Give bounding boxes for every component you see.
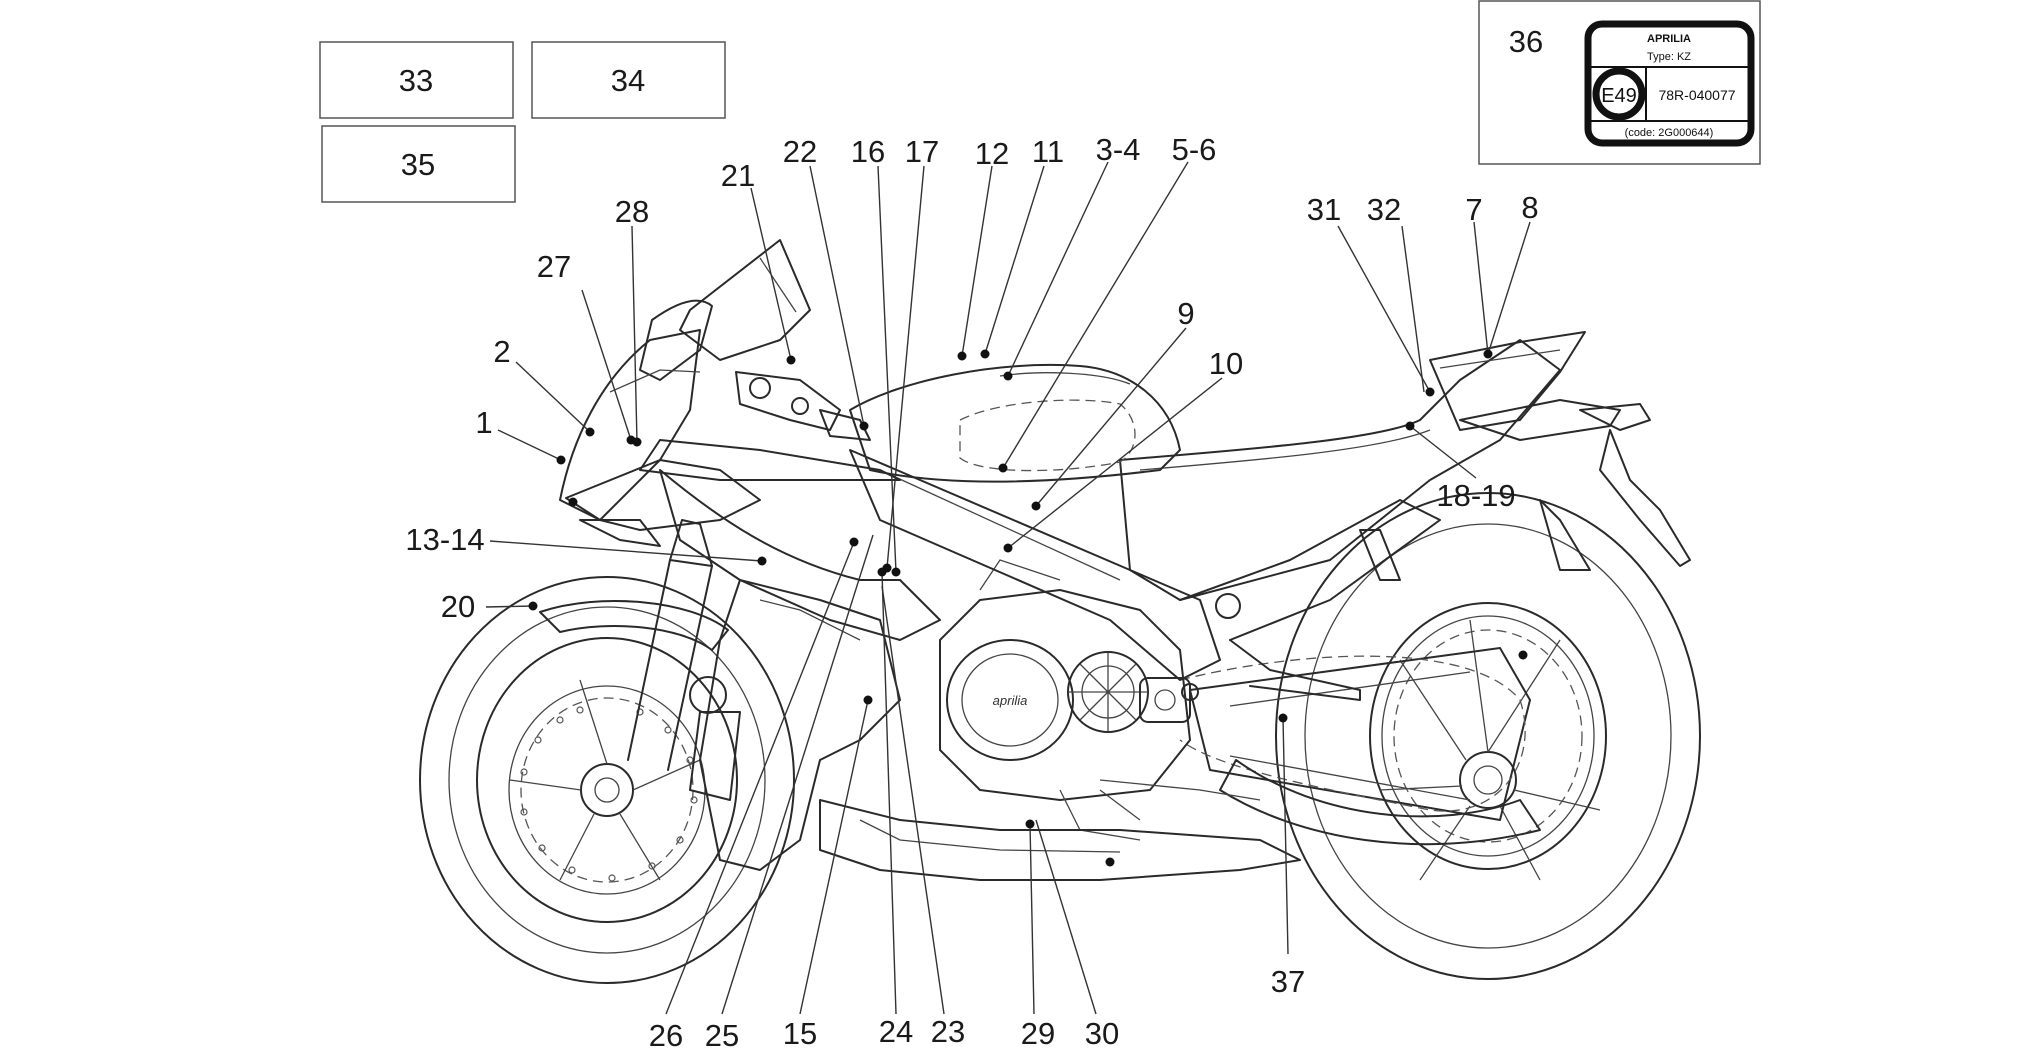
plate-code: (code: 2G000644) [1625, 127, 1714, 139]
callout-15: 15 [783, 1016, 817, 1050]
swingarm [1179, 647, 1541, 846]
plate-approval-number: 78R-040077 [1658, 87, 1735, 103]
callout-27: 27 [537, 249, 571, 284]
box-35-label: 35 [401, 147, 435, 182]
callout-8: 8 [1521, 190, 1538, 225]
callout-9: 9 [1177, 296, 1194, 331]
label-box-33: 33 [319, 41, 514, 119]
front-wheel [419, 576, 795, 984]
engine-logo: aprilia [993, 693, 1028, 708]
callout-16: 16 [851, 134, 885, 169]
callout-10: 10 [1209, 346, 1243, 381]
callout-28: 28 [615, 194, 649, 229]
callout-32: 32 [1367, 192, 1401, 227]
motorcycle-drawing: aprilia [419, 239, 1701, 984]
callout-30: 30 [1085, 1016, 1119, 1050]
handlebar [735, 371, 871, 441]
callout-17: 17 [905, 134, 939, 169]
callout-labels: 1 2 27 28 21 22 16 17 12 11 3-4 5-6 9 10… [405, 132, 1538, 1050]
callout-12: 12 [975, 136, 1009, 171]
belly-pan [819, 799, 1301, 881]
front-fork [539, 519, 741, 801]
label-box-34: 34 [531, 41, 726, 119]
tail-section [1119, 331, 1691, 601]
callout-24: 24 [879, 1014, 913, 1049]
callout-18-19: 18-19 [1436, 478, 1515, 513]
callout-37: 37 [1271, 964, 1305, 999]
callout-22: 22 [783, 134, 817, 169]
plate-number: 36 [1509, 24, 1543, 59]
callout-dots [528, 349, 1528, 867]
callout-26: 26 [649, 1018, 683, 1050]
callout-5-6: 5-6 [1172, 132, 1217, 167]
plate-type: Type: KZ [1647, 51, 1691, 63]
callout-23: 23 [931, 1014, 965, 1049]
plate-approval-mark: E49 [1601, 85, 1637, 107]
callout-20: 20 [441, 589, 475, 624]
callout-7: 7 [1465, 192, 1482, 227]
callout-21: 21 [721, 158, 755, 193]
callout-1: 1 [475, 405, 492, 440]
callout-29: 29 [1021, 1016, 1055, 1050]
callout-11: 11 [1032, 134, 1064, 169]
fuel-tank [849, 363, 1181, 483]
rear-wheel [1275, 492, 1701, 980]
approval-circle-icon [1592, 67, 1646, 121]
callout-13-14: 13-14 [405, 522, 484, 557]
type-approval-plate: 36 APRILIA Type: KZ E49 78R-040077 (code… [1478, 0, 1761, 165]
callout-31: 31 [1307, 192, 1341, 227]
label-box-35: 35 [321, 125, 516, 203]
plate-brand: APRILIA [1647, 33, 1691, 45]
front-fairing [559, 239, 941, 871]
leader-lines [485, 161, 1531, 1015]
callout-3-4: 3-4 [1096, 132, 1141, 167]
engine: aprilia [939, 559, 1191, 841]
box-33-label: 33 [399, 63, 433, 98]
box-34-label: 34 [611, 63, 645, 98]
callout-25: 25 [705, 1018, 739, 1050]
callout-2: 2 [493, 334, 510, 369]
frame [849, 449, 1441, 821]
